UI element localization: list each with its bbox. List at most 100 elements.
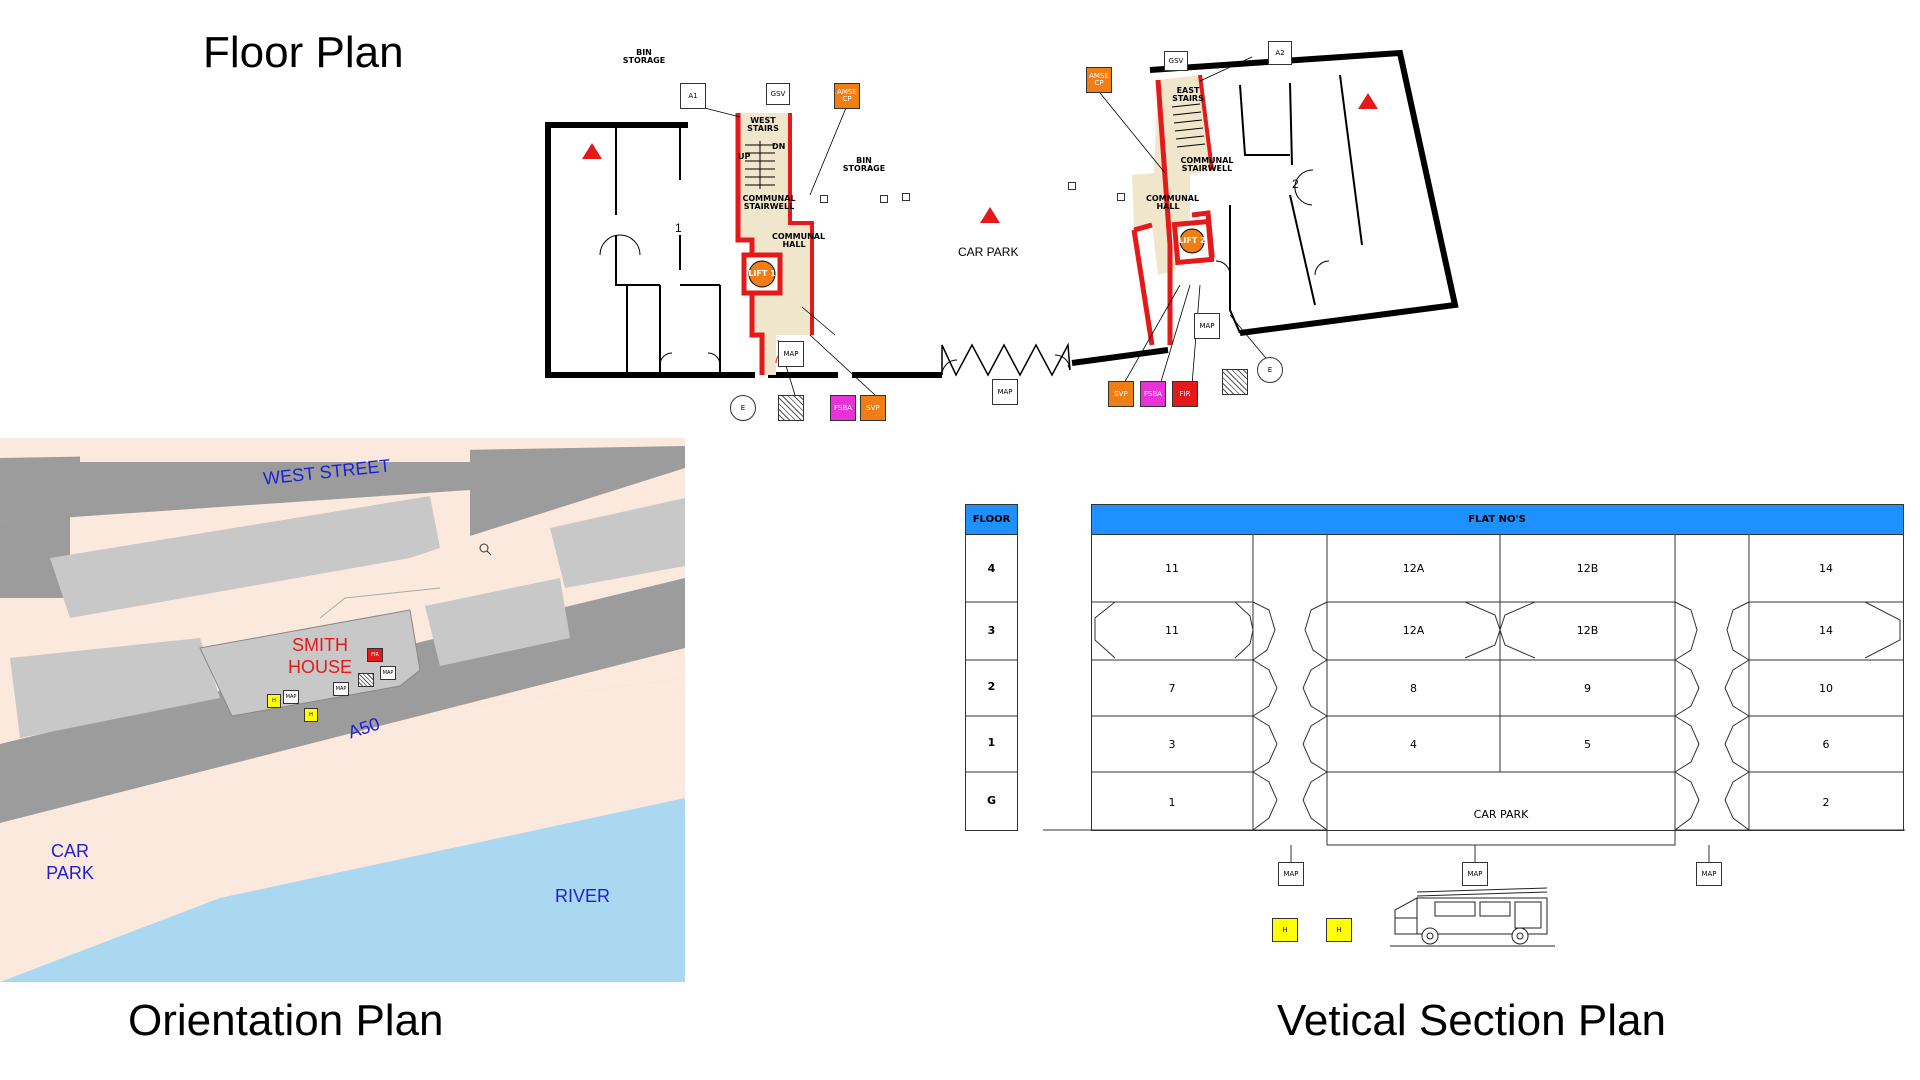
map-box-section-2: MAP xyxy=(1462,862,1488,886)
building-north xyxy=(50,496,440,618)
gsv-box-east: GSV xyxy=(1164,51,1188,71)
hatch-symbol xyxy=(358,673,374,687)
fire-engine-icon xyxy=(1390,887,1555,947)
amse-cp-east: AMSE CP xyxy=(1086,67,1112,93)
a2-box: A2 xyxy=(1268,41,1292,65)
flat-cell: 2 xyxy=(1822,796,1830,809)
up-label: UP xyxy=(738,152,751,161)
bin-storage-label-west: BIN STORAGE xyxy=(622,48,666,65)
h-box-2: H xyxy=(1326,918,1352,942)
floor-2: 2 xyxy=(987,680,996,693)
flat-cell: 1 xyxy=(1168,796,1176,809)
section-plan-title: Vetical Section Plan xyxy=(1277,996,1666,1045)
flat-cell: 12B xyxy=(1576,624,1599,637)
orientation-plan-title: Orientation Plan xyxy=(128,996,444,1045)
communal-stairwell-west: COMMUNAL STAIRWELL xyxy=(742,194,796,211)
flat-cell: 8 xyxy=(1410,682,1417,695)
orientation-map: WEST STREET SMITH HOUSE A50 CAR PARK RIV… xyxy=(0,438,685,982)
east-stairs-label: EAST STAIRS xyxy=(1172,86,1204,103)
floor-1: 1 xyxy=(987,736,996,749)
west-stairs-label: WEST STAIRS xyxy=(747,116,779,133)
hatch-box-east xyxy=(1222,369,1248,395)
h-symbol-1: H xyxy=(267,694,281,708)
map-symbol-2: MAP xyxy=(333,682,349,696)
smith-house-building xyxy=(199,609,421,717)
flats-header-bg xyxy=(1091,504,1904,535)
floor-header: FLOOR xyxy=(972,514,1011,525)
building-west xyxy=(10,638,220,738)
fsba-box-east: FSBA xyxy=(1140,381,1166,407)
a1-box: A1 xyxy=(680,83,706,109)
fsba-box-west: FSBA xyxy=(830,395,856,421)
fir-symbol: FIR xyxy=(367,648,383,662)
car-park-label-map: CAR PARK xyxy=(46,841,94,883)
fir-box-east: FIR xyxy=(1172,381,1198,407)
smith-house-label: SMITH HOUSE xyxy=(287,635,352,677)
map-box-carpark: MAP xyxy=(992,379,1018,405)
unit-2-label: 2 xyxy=(1292,177,1299,191)
map-box-east: MAP xyxy=(1194,313,1220,339)
floor-g: G xyxy=(986,794,997,807)
connecting-walkway xyxy=(941,342,1071,377)
communal-stairwell-east: COMMUNAL STAIRWELL xyxy=(1180,156,1234,173)
gsv-box-west: GSV xyxy=(766,83,790,105)
flats-header: FLAT NO'S xyxy=(1468,514,1526,525)
lift1-label: LIFT 1 xyxy=(748,269,776,278)
hazard-triangle-east xyxy=(1358,93,1378,109)
lift1-circle xyxy=(748,260,776,288)
hazard-triangle-west xyxy=(582,143,602,159)
lift2-circle xyxy=(1179,228,1205,254)
svp-box-east: SVP xyxy=(1108,381,1134,407)
flat-cell: 12A xyxy=(1402,624,1425,637)
flat-cell: 10 xyxy=(1819,682,1833,695)
bin-storage-label-east: BIN STORAGE xyxy=(842,156,886,173)
map-symbol-3: MAP xyxy=(283,690,299,704)
amse-cp-west: AMSE CP xyxy=(834,83,860,109)
small-square xyxy=(1117,193,1125,201)
flat-cell: 9 xyxy=(1584,682,1591,695)
hazard-triangle-carpark xyxy=(980,207,1000,223)
west-communal-hall xyxy=(738,113,812,375)
vertical-section-plan: FLOOR FLAT NO'S 4 3 2 1 G 11 11 7 3 1 12… xyxy=(965,500,1905,960)
flat-cell: 11 xyxy=(1165,562,1179,575)
flat-cell: 12A xyxy=(1402,562,1425,575)
h-box-1: H xyxy=(1272,918,1298,942)
e-symbol-west: E xyxy=(730,395,756,421)
h-symbol-2: H xyxy=(304,708,318,722)
dn-label: DN xyxy=(772,142,786,151)
flat-cell: 6 xyxy=(1822,738,1830,751)
small-square xyxy=(902,193,910,201)
building-east xyxy=(425,578,570,666)
floor-header-bg xyxy=(965,504,1018,535)
floor-plan: BIN STORAGE BIN STORAGE WEST STAIRS EAST… xyxy=(540,41,1460,435)
west-street-road xyxy=(0,438,685,536)
flat-cell: 11 xyxy=(1165,624,1179,637)
map-box-west: MAP xyxy=(778,341,804,367)
flat-cell: 4 xyxy=(1410,738,1417,751)
building-ne xyxy=(550,498,685,588)
floor-plan-drawing xyxy=(545,49,1459,396)
lift2-label: LIFT 2 xyxy=(1178,236,1206,245)
communal-hall-west: COMMUNAL HALL xyxy=(772,232,826,249)
small-square xyxy=(1068,182,1076,190)
hatch-box-west xyxy=(778,395,804,421)
flat-cell: 5 xyxy=(1584,738,1591,751)
e-symbol-east: E xyxy=(1257,357,1283,383)
flat-cell: 14 xyxy=(1819,624,1833,637)
flat-cell: 14 xyxy=(1819,562,1833,575)
stair-zigzags xyxy=(1094,601,1901,831)
svp-box-west: SVP xyxy=(860,395,886,421)
communal-hall-east: COMMUNAL HALL xyxy=(1146,194,1200,211)
east-south-wall xyxy=(1071,347,1169,366)
small-square xyxy=(820,195,828,203)
floor-3: 3 xyxy=(987,624,996,637)
west-outer-wall xyxy=(545,122,755,378)
river-label: RIVER xyxy=(555,886,611,906)
car-park-section-label: CAR PARK xyxy=(1473,808,1529,821)
section-drawing xyxy=(965,504,1905,947)
map-symbol-1: MAP xyxy=(380,666,396,680)
flat-cell: 7 xyxy=(1168,682,1176,695)
floor-plan-title: Floor Plan xyxy=(203,28,404,77)
flat-cell: 3 xyxy=(1168,738,1176,751)
map-box-section-1: MAP xyxy=(1278,862,1304,886)
